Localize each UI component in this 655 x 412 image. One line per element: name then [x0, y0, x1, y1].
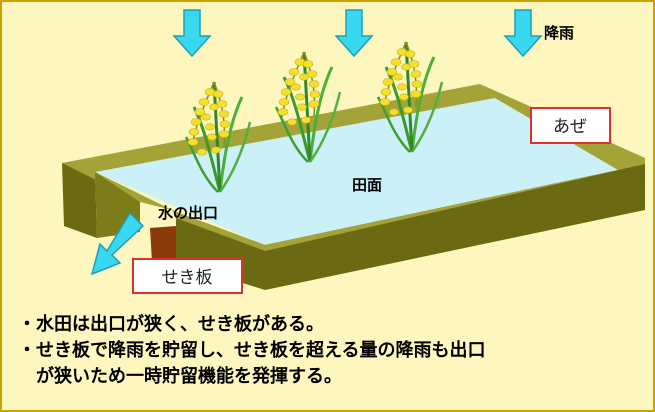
- levee-label-box: [530, 107, 611, 144]
- levee-front-top: [172, 210, 265, 251]
- weir-label-box: [132, 258, 243, 294]
- rain-arrow-icon: [503, 9, 543, 58]
- levee-label: あぜ: [553, 117, 587, 137]
- rain-arrow-icon: [334, 9, 374, 58]
- rain-label: 降雨: [544, 24, 574, 42]
- field-label: 田面: [352, 176, 382, 194]
- note-line: ・水田は出口が狭く、せき板がある。: [18, 314, 324, 335]
- outlet-label: 水の出口: [158, 204, 218, 222]
- outflow-arrow-icon: [90, 211, 145, 276]
- weir-label: せき板: [162, 268, 213, 288]
- levee-left-top: [62, 163, 172, 210]
- levee-left-side: [62, 163, 97, 238]
- levee-back-left: [62, 84, 495, 172]
- note-line: ・せき板で降雨を貯留し、せき板を超える量の降雨も出口: [18, 340, 486, 361]
- levee-right-top: [265, 158, 645, 251]
- weir-board: [150, 226, 176, 262]
- explanation-notes: ・水田は出口が狭く、せき板がある。 ・せき板で降雨を貯留し、せき板を超える量の降…: [18, 312, 643, 390]
- rain-arrow-icon: [172, 9, 212, 58]
- note-line: が狭いため一時貯留機能を発揮する。: [18, 366, 342, 387]
- water-surface: [95, 98, 618, 245]
- levee-right-side: [176, 158, 645, 290]
